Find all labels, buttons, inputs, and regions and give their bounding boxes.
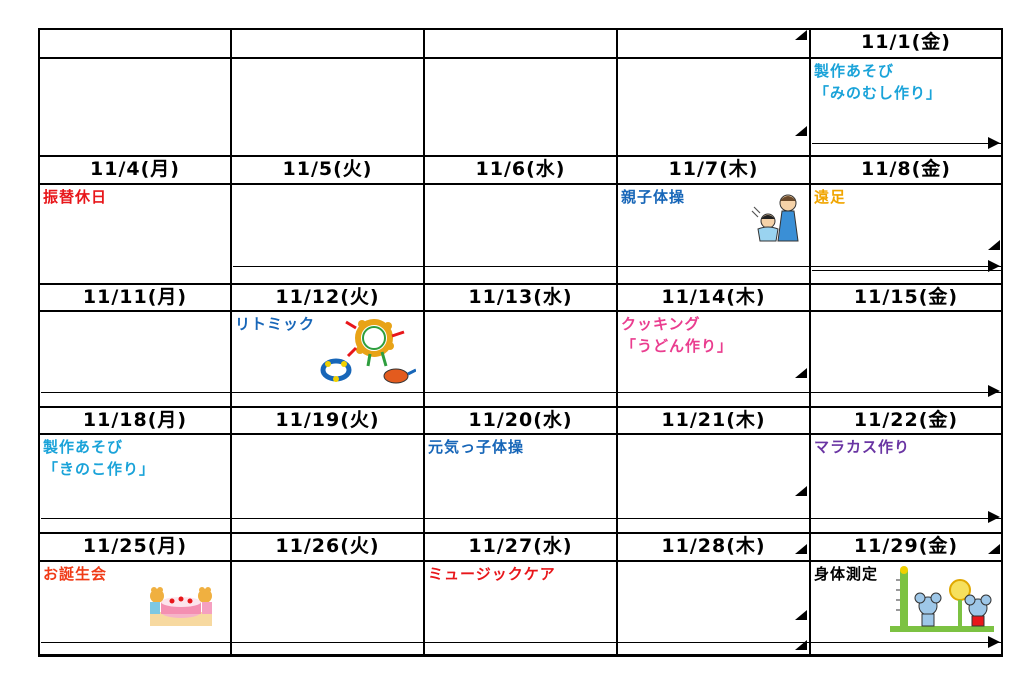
grid-vline bbox=[230, 28, 232, 657]
day-date: 11/11(月) bbox=[82, 286, 188, 308]
day-date bbox=[425, 29, 616, 55]
day-date: 11/20(水) bbox=[468, 409, 573, 431]
day-event: 遠足 bbox=[814, 186, 846, 208]
arrow-mark-icon bbox=[795, 368, 807, 378]
day-date: 11/7(木) bbox=[668, 158, 759, 180]
arrow-mark-icon bbox=[795, 640, 807, 650]
grid-hline bbox=[38, 560, 1003, 562]
day-event: 製作あそび「みのむし作り」 bbox=[814, 60, 942, 104]
day-date: 11/27(水) bbox=[468, 535, 573, 557]
event-line: 「きのこ作り」 bbox=[43, 460, 156, 478]
day-date bbox=[40, 29, 230, 55]
grid-hline bbox=[233, 266, 1001, 267]
day-event: リトミック bbox=[235, 313, 315, 335]
day-date: 11/15(金) bbox=[853, 286, 959, 308]
day-date: 11/4(月) bbox=[90, 158, 180, 180]
day-event: 親子体操 bbox=[621, 186, 685, 208]
parent-child-exercise-icon bbox=[748, 191, 806, 249]
event-line: 「みのむし作り」 bbox=[814, 84, 943, 102]
grid-hline bbox=[41, 518, 1001, 519]
grid-vline bbox=[1001, 28, 1003, 657]
event-line: 製作あそび bbox=[814, 62, 895, 80]
day-date: 11/28(木) bbox=[661, 535, 766, 557]
event-line: 遠足 bbox=[814, 188, 847, 206]
event-line: 元気っ子体操 bbox=[428, 438, 525, 456]
arrow-mark-icon bbox=[988, 385, 1000, 397]
birthday-cake-icon bbox=[148, 582, 214, 632]
event-line: 振替休日 bbox=[43, 188, 108, 206]
grid-hline bbox=[38, 155, 1003, 157]
event-line: マラカス作り bbox=[814, 438, 911, 456]
rhythm-instruments-icon bbox=[316, 314, 417, 394]
arrow-mark-icon bbox=[795, 610, 807, 620]
grid-hline bbox=[38, 28, 1003, 30]
event-line: お誕生会 bbox=[43, 565, 108, 583]
day-date: 11/12(火) bbox=[275, 286, 380, 308]
arrow-mark-icon bbox=[988, 137, 1000, 149]
grid-vline bbox=[809, 28, 811, 657]
grid-hline bbox=[812, 270, 1001, 271]
arrow-mark-icon bbox=[795, 544, 807, 554]
grid-hline bbox=[41, 642, 1001, 643]
day-event: 振替休日 bbox=[43, 186, 107, 208]
event-line: 製作あそび bbox=[43, 438, 124, 456]
grid-hline bbox=[38, 283, 1003, 285]
event-line: 身体測定 bbox=[814, 565, 879, 583]
day-date bbox=[232, 29, 423, 55]
day-date: 11/26(火) bbox=[275, 535, 380, 557]
day-date: 11/1(金) bbox=[861, 31, 951, 53]
day-date: 11/8(金) bbox=[861, 158, 951, 180]
day-date: 11/25(月) bbox=[82, 535, 188, 557]
grid-hline bbox=[38, 532, 1003, 534]
day-date: 11/6(水) bbox=[475, 158, 566, 180]
event-line: クッキング bbox=[621, 315, 701, 333]
day-date: 11/22(金) bbox=[853, 409, 959, 431]
arrow-mark-icon bbox=[988, 544, 1000, 554]
grid-hline bbox=[38, 310, 1003, 312]
day-event: クッキング「うどん作り」 bbox=[621, 313, 733, 357]
grid-hline bbox=[38, 406, 1003, 408]
day-event: お誕生会 bbox=[43, 563, 107, 585]
arrow-mark-icon bbox=[988, 636, 1000, 648]
grid-vline bbox=[616, 28, 618, 657]
grid-hline bbox=[38, 654, 1003, 657]
event-line: 「うどん作り」 bbox=[621, 337, 734, 355]
day-date: 11/5(火) bbox=[282, 158, 373, 180]
arrow-mark-icon bbox=[795, 30, 807, 40]
arrow-mark-icon bbox=[988, 511, 1000, 523]
event-line: 親子体操 bbox=[621, 188, 686, 206]
day-date bbox=[618, 29, 809, 55]
grid-hline bbox=[38, 433, 1003, 435]
day-date: 11/19(火) bbox=[275, 409, 380, 431]
day-date: 11/18(月) bbox=[82, 409, 188, 431]
grid-vline bbox=[423, 28, 425, 657]
arrow-mark-icon bbox=[795, 486, 807, 496]
day-date: 11/29(金) bbox=[853, 535, 959, 557]
day-event: マラカス作り bbox=[814, 436, 910, 458]
day-date: 11/13(水) bbox=[468, 286, 573, 308]
event-line: リトミック bbox=[235, 315, 316, 333]
grid-hline bbox=[38, 57, 1003, 59]
event-line: ミュージックケア bbox=[428, 565, 556, 583]
arrow-mark-icon bbox=[795, 126, 807, 136]
day-event: 元気っ子体操 bbox=[428, 436, 524, 458]
height-measure-icon bbox=[888, 566, 998, 638]
arrow-mark-icon bbox=[988, 260, 1000, 272]
grid-hline bbox=[41, 392, 1001, 393]
day-event: 製作あそび「きのこ作り」 bbox=[43, 436, 155, 480]
day-event: 身体測定 bbox=[814, 563, 878, 585]
arrow-mark-icon bbox=[988, 240, 1000, 250]
day-date: 11/14(木) bbox=[661, 286, 766, 308]
grid-hline bbox=[812, 143, 1001, 144]
grid-hline bbox=[38, 183, 1003, 185]
day-event: ミュージックケア bbox=[428, 563, 556, 585]
grid-vline bbox=[38, 28, 40, 657]
day-date: 11/21(木) bbox=[661, 409, 766, 431]
